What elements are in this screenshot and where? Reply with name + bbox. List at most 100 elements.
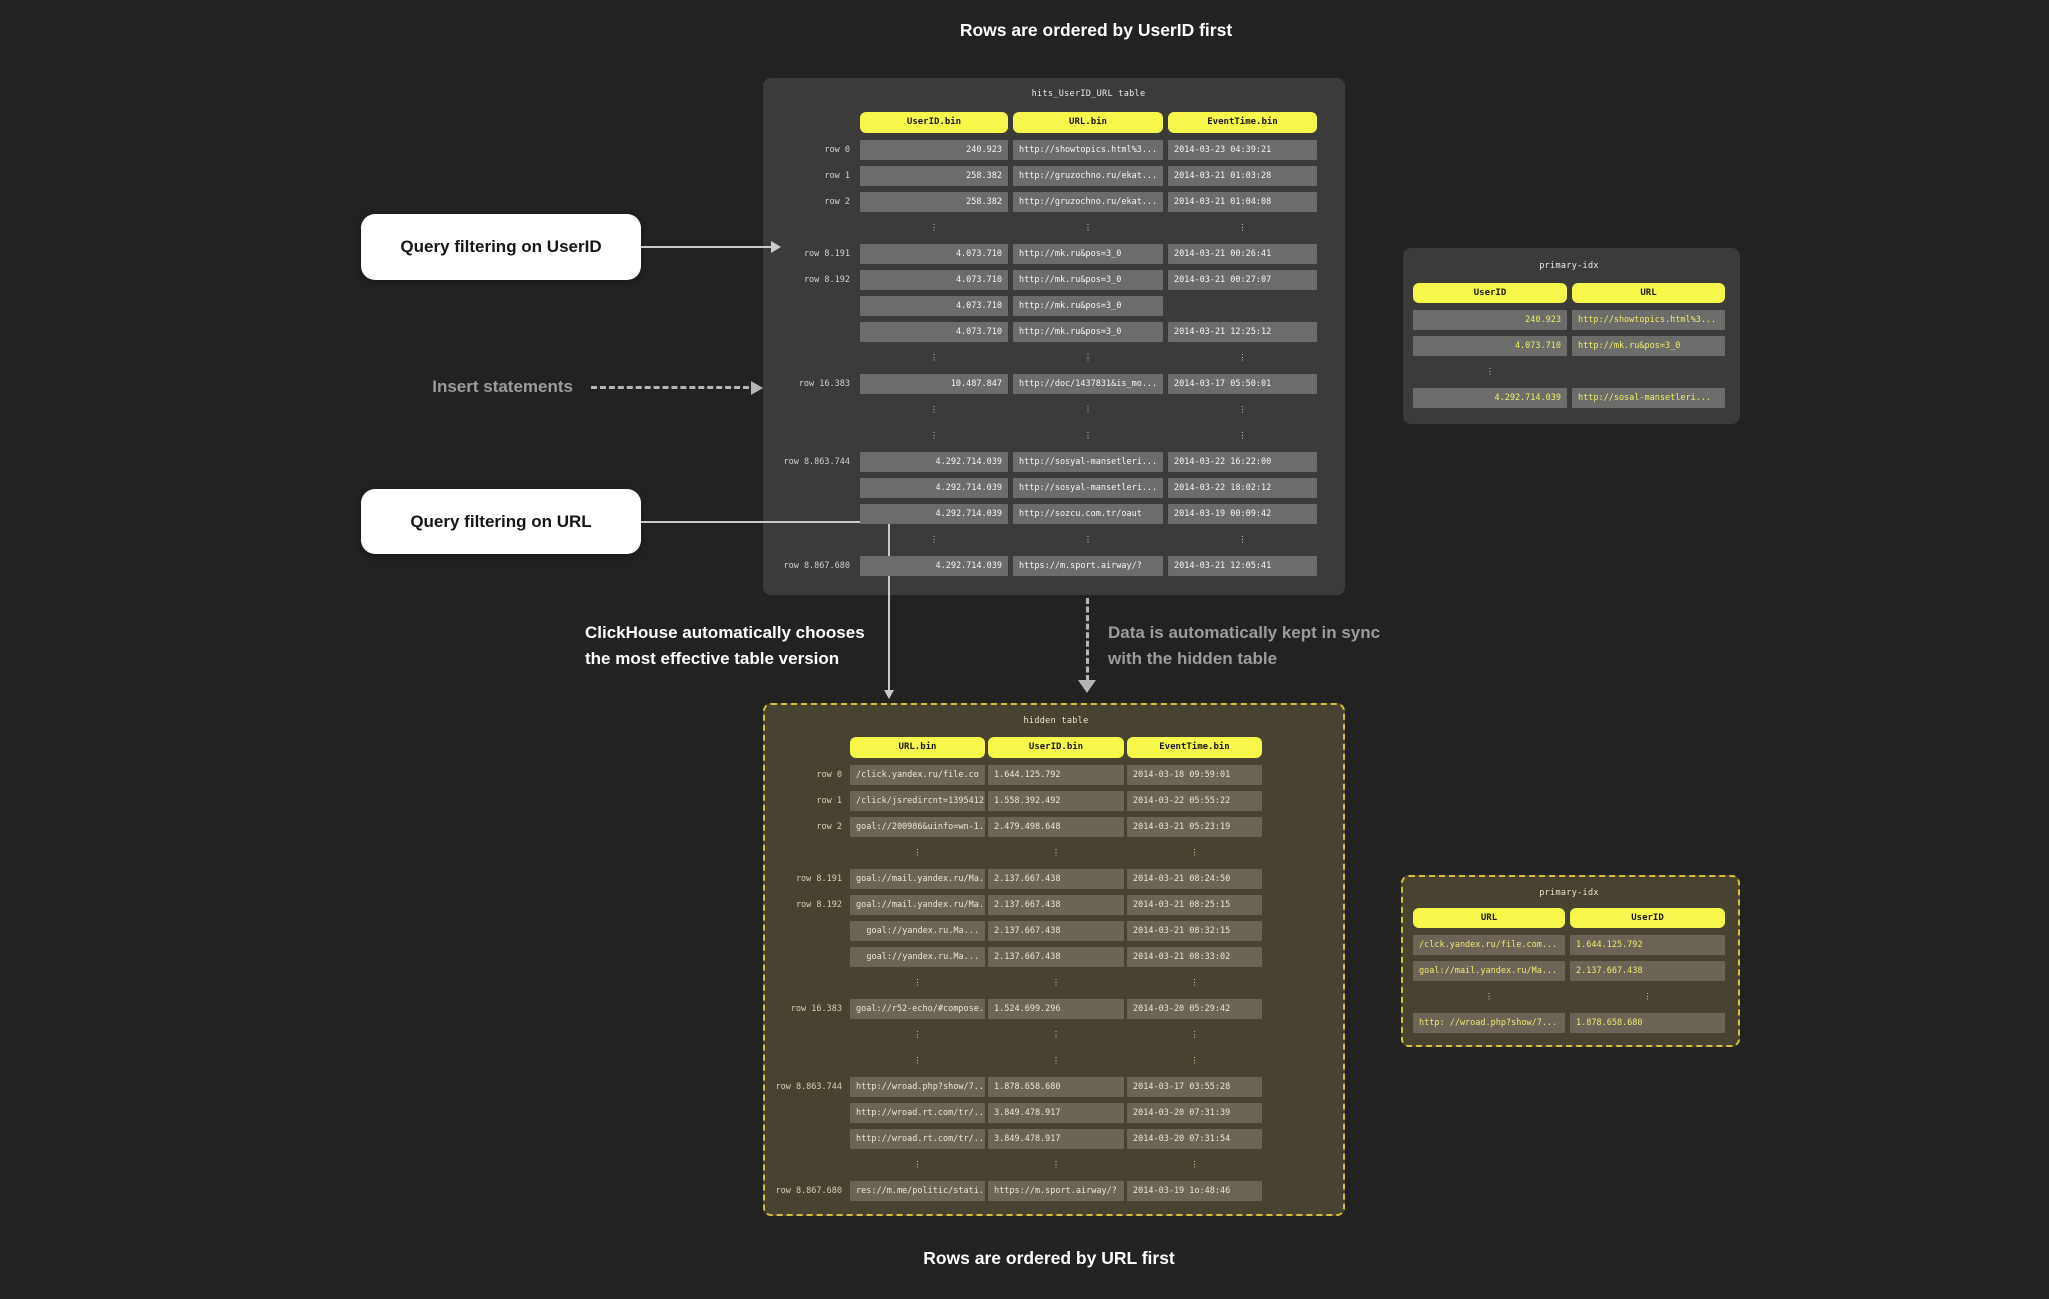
- annotation-auto-choose: ClickHouse automatically chooses the mos…: [585, 620, 865, 672]
- table-row: ⋮ ⋮ ⋮: [773, 530, 1317, 550]
- column-header: UserID: [1570, 908, 1725, 928]
- cell: [1168, 296, 1317, 316]
- row-label: [773, 400, 855, 420]
- ellipsis: ⋮: [1083, 353, 1093, 363]
- ellipsis: ⋮: [1485, 367, 1495, 377]
- ellipsis: ⋮: [1190, 1056, 1199, 1066]
- ellipsis: ⋮: [1083, 431, 1093, 441]
- cell: 3.849.478.917: [988, 1103, 1124, 1123]
- ellipsis: ⋮: [1051, 1160, 1061, 1170]
- cell: 2014-03-18 09:59:01: [1127, 765, 1262, 785]
- cell: /click.yandex.ru/file.co ...: [850, 765, 985, 785]
- cell: http://showtopics.html%3...: [1572, 310, 1725, 330]
- row-label: row 8.863.744: [783, 457, 850, 467]
- row-label: [773, 504, 855, 524]
- cell: 2014-03-20 07:31:54: [1127, 1129, 1262, 1149]
- cell: 2014-03-21 01:03:28: [1168, 166, 1317, 186]
- row-label: [773, 322, 855, 342]
- cell: 2014-03-22 05:55:22: [1127, 791, 1262, 811]
- cell: 1.558.392.492: [988, 791, 1124, 811]
- primary-idx-userid-title: primary-idx: [1539, 261, 1599, 271]
- ellipsis: ⋮: [1238, 405, 1247, 415]
- arrow-insert-statements-head: [751, 381, 763, 395]
- row-label: [773, 296, 855, 316]
- cell: 2014-03-20 05:29:42: [1127, 999, 1262, 1019]
- table-row: ⋮⋮⋮: [773, 1025, 1262, 1045]
- cell: http://mk.ru&pos=3_0: [1572, 336, 1725, 356]
- row-label: row 16.383: [798, 379, 850, 389]
- ellipsis: ⋮: [1083, 223, 1093, 233]
- cell: 2014-03-21 08:25:15: [1127, 895, 1262, 915]
- cell: http://wroad.rt.com/tr/...: [850, 1129, 985, 1149]
- table-row: ⋮⋮⋮: [773, 843, 1262, 863]
- cell: 4.073.710: [860, 270, 1008, 290]
- cell: goal://200986&uinfo=wn-1...: [850, 817, 985, 837]
- row-label: [773, 737, 847, 758]
- column-header: URL.bin: [1013, 112, 1163, 133]
- row-label: row 8.867.680: [783, 561, 850, 571]
- ellipsis: ⋮: [1083, 535, 1093, 545]
- cell: http://mk.ru&pos=3_0: [1013, 244, 1163, 264]
- ellipsis: ⋮: [913, 1030, 922, 1040]
- row-label: row 1: [816, 796, 842, 806]
- cell: 2.137.667.438: [988, 921, 1124, 941]
- headline-rows-ordered-by-userid: Rows are ordered by UserID first: [959, 20, 1233, 40]
- ellipsis: ⋮: [929, 535, 939, 545]
- cell: 2014-03-21 12:05:41: [1168, 556, 1317, 576]
- cell: 2014-03-19 00:09:42: [1168, 504, 1317, 524]
- arrow-sync-line: [1086, 598, 1089, 681]
- cell: 2.137.667.438: [988, 869, 1124, 889]
- row-label: row 8.192: [803, 275, 850, 285]
- ellipsis: ⋮: [1238, 535, 1247, 545]
- ellipsis: ⋮: [1238, 431, 1247, 441]
- ellipsis: ⋮: [1051, 848, 1061, 858]
- ellipsis: ⋮: [1190, 1030, 1199, 1040]
- arrow-query-userid-line: [641, 246, 772, 248]
- main-table-title: hits_UserID_URL table: [1031, 89, 1146, 99]
- callout-query-filtering-url: Query filtering on URL: [361, 489, 641, 554]
- cell: 4.292.714.039: [860, 504, 1008, 524]
- table-row: ⋮⋮⋮: [773, 426, 1317, 446]
- cell: 2014-03-21 00:26:41: [1168, 244, 1317, 264]
- table-row: ⋮⋮: [1413, 987, 1725, 1007]
- table-row: ⋮⋮⋮: [773, 348, 1317, 368]
- annotation-auto-choose-line1: ClickHouse automatically chooses: [585, 623, 865, 642]
- ellipsis: ⋮: [1051, 978, 1061, 988]
- column-header: URL: [1413, 908, 1565, 928]
- column-header: EventTime.bin: [1127, 737, 1262, 758]
- cell: 240.923: [1413, 310, 1567, 330]
- ellipsis: ⋮: [929, 353, 939, 363]
- ellipsis: ⋮: [1083, 405, 1093, 415]
- row-label: row 1: [824, 171, 850, 181]
- ellipsis: ⋮: [913, 1160, 922, 1170]
- callout-query-filtering-userid: Query filtering on UserID: [361, 214, 641, 280]
- cell: 240.923: [860, 140, 1008, 160]
- cell: http://sosal-mansetleri...: [1572, 388, 1725, 408]
- ellipsis: [1572, 362, 1725, 382]
- cell: 2014-03-21 12:25:12: [1168, 322, 1317, 342]
- row-label: [773, 921, 847, 941]
- column-header: URL.bin: [850, 737, 985, 758]
- cell: http://wroad.php?show/7...: [850, 1077, 985, 1097]
- row-label: row 8.192: [795, 900, 842, 910]
- row-label: row 2: [824, 197, 850, 207]
- column-header: UserID: [1413, 283, 1567, 303]
